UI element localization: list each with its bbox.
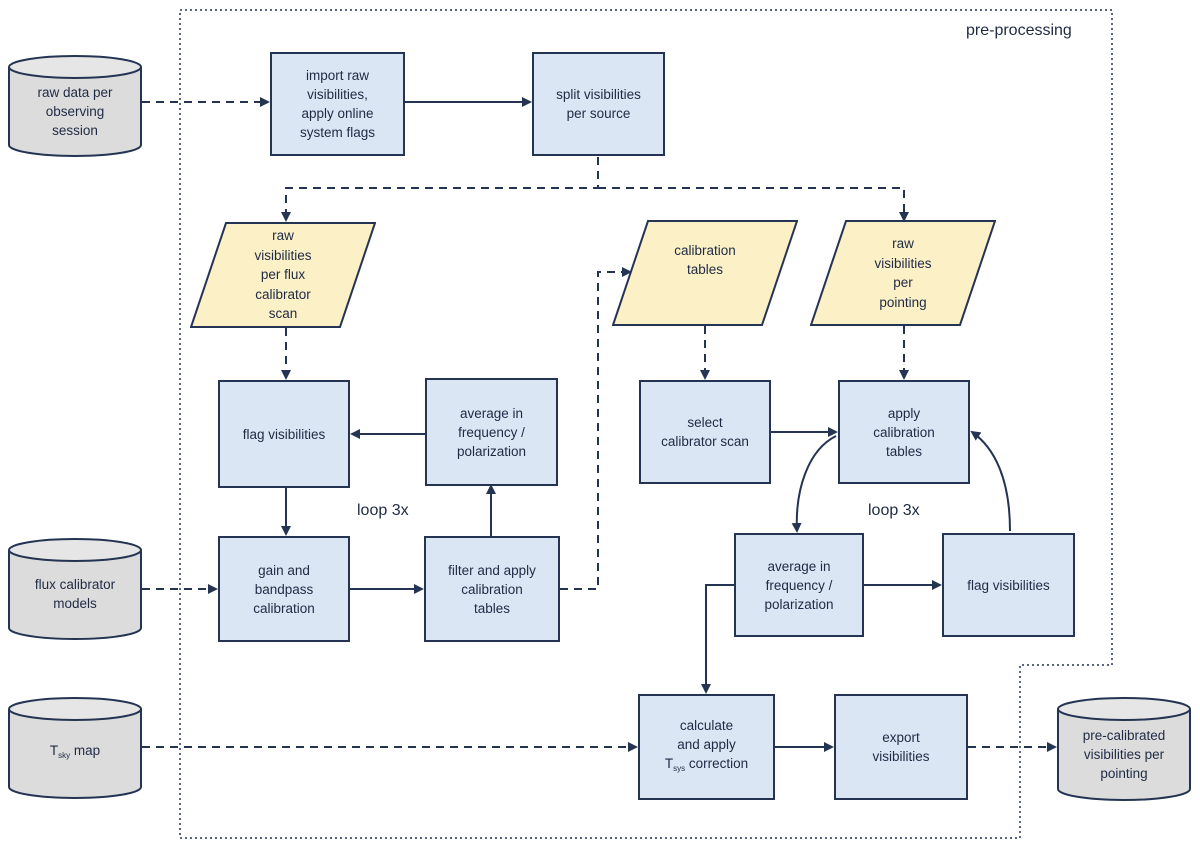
store-tsky-map-label: Tsky map xyxy=(49,743,101,760)
process-split-label: split visibilities per source xyxy=(556,87,641,121)
process-flag-left: flag visibilities xyxy=(218,380,350,488)
process-flag-left-label: flag visibilities xyxy=(242,426,326,442)
store-tsky-map: Tsky map xyxy=(8,697,142,799)
process-flag-right: flag visibilities xyxy=(942,533,1075,637)
data-raw-pointing-label: raw visibilities per pointing xyxy=(874,236,932,310)
arrow-split-to-raw-pointing xyxy=(598,187,909,222)
process-import: import raw visibilities, apply online sy… xyxy=(270,52,405,156)
loop-label-right: loop 3x xyxy=(868,502,920,519)
store-raw-data: raw data per observing session xyxy=(8,55,142,157)
data-raw-flux-label: raw visibilities per flux calibrator sca… xyxy=(254,228,312,322)
store-raw-data-label: raw data per observing session xyxy=(37,84,113,138)
region-label: pre-processing xyxy=(966,22,1072,39)
parallelogram-shape xyxy=(612,220,798,326)
process-apply: apply calibration tables xyxy=(838,380,970,484)
store-flux-models: flux calibrator models xyxy=(8,538,142,640)
process-filter: filter and apply calibration tables xyxy=(424,536,560,642)
process-export: export visibilities xyxy=(834,694,968,800)
cylinder-icon xyxy=(8,697,142,799)
process-filter-label: filter and apply calibration tables xyxy=(448,562,536,616)
parallelogram-shape xyxy=(190,222,376,328)
process-select: select calibrator scan xyxy=(639,380,771,484)
store-output: pre-calibrated visibilities per pointing xyxy=(1057,697,1191,801)
arrow-flag-to-apply xyxy=(970,430,1011,532)
process-average-left-label: average in frequency / polarization xyxy=(456,405,527,459)
data-calibration-tables-label: calibration tables xyxy=(674,242,736,278)
process-apply-label: apply calibration tables xyxy=(873,405,935,459)
process-export-label: export visibilities xyxy=(872,730,930,764)
cylinder-icon xyxy=(1057,697,1191,801)
data-raw-pointing: raw visibilities per pointing xyxy=(810,220,996,326)
process-gain: gain and bandpass calibration xyxy=(218,536,350,642)
parallelogram-shape xyxy=(810,220,996,326)
process-gain-label: gain and bandpass calibration xyxy=(253,562,315,616)
loop-label-left: loop 3x xyxy=(357,502,409,519)
process-average-left: average in frequency / polarization xyxy=(425,378,558,486)
arrow-apply-to-average xyxy=(791,435,837,533)
pre-processing-region xyxy=(179,9,1113,839)
process-import-label: import raw visibilities, apply online sy… xyxy=(299,68,376,140)
store-flux-models-label: flux calibrator models xyxy=(34,577,116,611)
process-select-label: select calibrator scan xyxy=(661,415,749,449)
cylinder-icon xyxy=(8,55,142,157)
process-average-right: average in frequency / polarization xyxy=(734,533,864,637)
process-split: split visibilities per source xyxy=(532,52,665,156)
data-raw-flux: raw visibilities per flux calibrator sca… xyxy=(190,222,376,328)
process-average-right-label: average in frequency / polarization xyxy=(764,558,834,612)
arrow-filter-to-caltables xyxy=(560,267,632,590)
cylinder-icon xyxy=(8,538,142,640)
process-calculate: calculate and apply Tsys correction xyxy=(638,694,775,800)
arrow-average-to-calc xyxy=(701,584,734,694)
data-calibration-tables: calibration tables xyxy=(612,220,798,326)
process-calculate-label: calculate and apply Tsys correction xyxy=(664,718,749,773)
arrow-split-to-raw-flux xyxy=(281,157,599,222)
store-output-label: pre-calibrated visibilities per pointing xyxy=(1082,727,1166,781)
process-flag-right-label: flag visibilities xyxy=(967,577,1050,593)
